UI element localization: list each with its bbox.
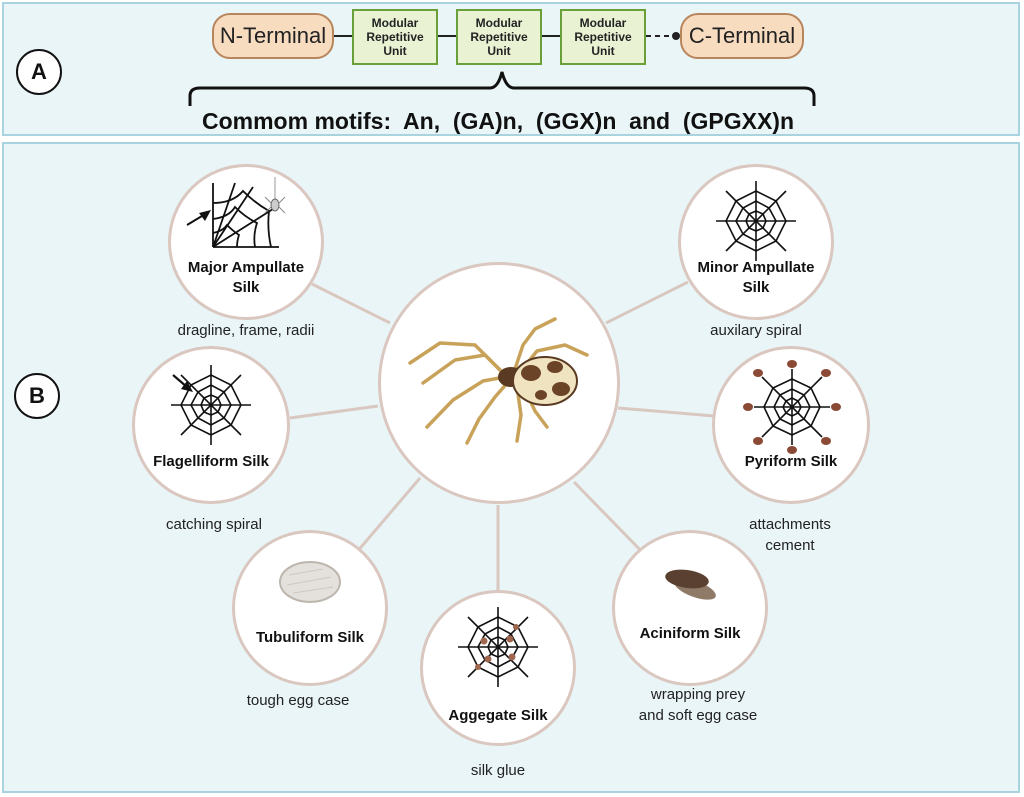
unit-1-line3: Unit [383,44,407,58]
flagelliform-circle [132,346,290,504]
unit-3-line2: Repetitive [574,30,632,44]
web-glue-droplets-icon [458,607,538,687]
major-ampullate-circle [168,164,324,320]
pyriform-desc: attachments cement [680,514,900,556]
web-corner-with-spider-icon [186,177,286,248]
protein-backbone-lines [188,32,816,106]
minor-ampullate-circle [678,164,834,320]
flagelliform-desc: catching spiral [166,516,262,533]
tubuliform-name: Tubuliform Silk [255,629,365,646]
flagelliform-name: Flagelliform Silk [153,453,269,470]
aciniform-desc: wrapping prey and soft egg case [588,684,808,726]
unit-3-line3: Unit [591,44,615,58]
aciniform-name: Aciniform Silk [639,625,741,642]
pyriform-desc-line2: cement [765,537,815,554]
pyriform-desc-line1: attachments [749,516,831,533]
aggregate-desc: silk glue [470,762,526,779]
aciniform-desc-line2: and soft egg case [638,707,758,724]
c-terminal: C-Terminal [680,13,804,59]
aggregate-circle [420,590,576,746]
major-ampullate-desc: dragline, frame, radii [177,322,315,339]
aciniform-circle [612,530,768,686]
pyriform-name: Pyriform Silk [744,453,838,470]
common-motifs-text: Commom motifs: An, (GA)n, (GGX)n and (GP… [202,108,795,134]
center-spider-circle [378,262,620,504]
unit-2-line3: Unit [487,44,511,58]
aciniform-desc-line1: wrapping prey [650,686,746,703]
n-terminal: N-Terminal [212,13,334,59]
motif-bracket [188,71,816,106]
major-ampullate-name-line2: Silk [232,279,260,296]
wrapped-prey-icon [665,569,716,600]
panel-b-label: B [14,373,60,419]
pyriform-circle [712,346,870,504]
unit-1-line1: Modular [371,16,419,30]
unit-1-line2: Repetitive [366,30,424,44]
minor-ampullate-desc: auxilary spiral [710,322,802,339]
tubuliform-circle [232,530,388,686]
web-attachment-discs-icon [743,360,841,454]
minor-ampullate-name-line2: Silk [742,279,770,296]
egg-case-icon [279,561,341,603]
unit-2-line1: Modular [475,16,523,30]
panel-a-label: A [16,49,62,95]
major-ampullate-name-line1: Major Ampullate [187,259,305,276]
spider-web-icon [716,181,796,261]
unit-3-line1: Modular [579,16,627,30]
tubuliform-desc: tough egg case [246,692,350,709]
spider-icon [408,317,589,445]
aggregate-name: Aggegate Silk [448,707,548,724]
minor-ampullate-name-line1: Minor Ampullate [697,259,815,276]
unit-2-line2: Repetitive [470,30,528,44]
spider-web-arrow-icon [171,365,251,445]
